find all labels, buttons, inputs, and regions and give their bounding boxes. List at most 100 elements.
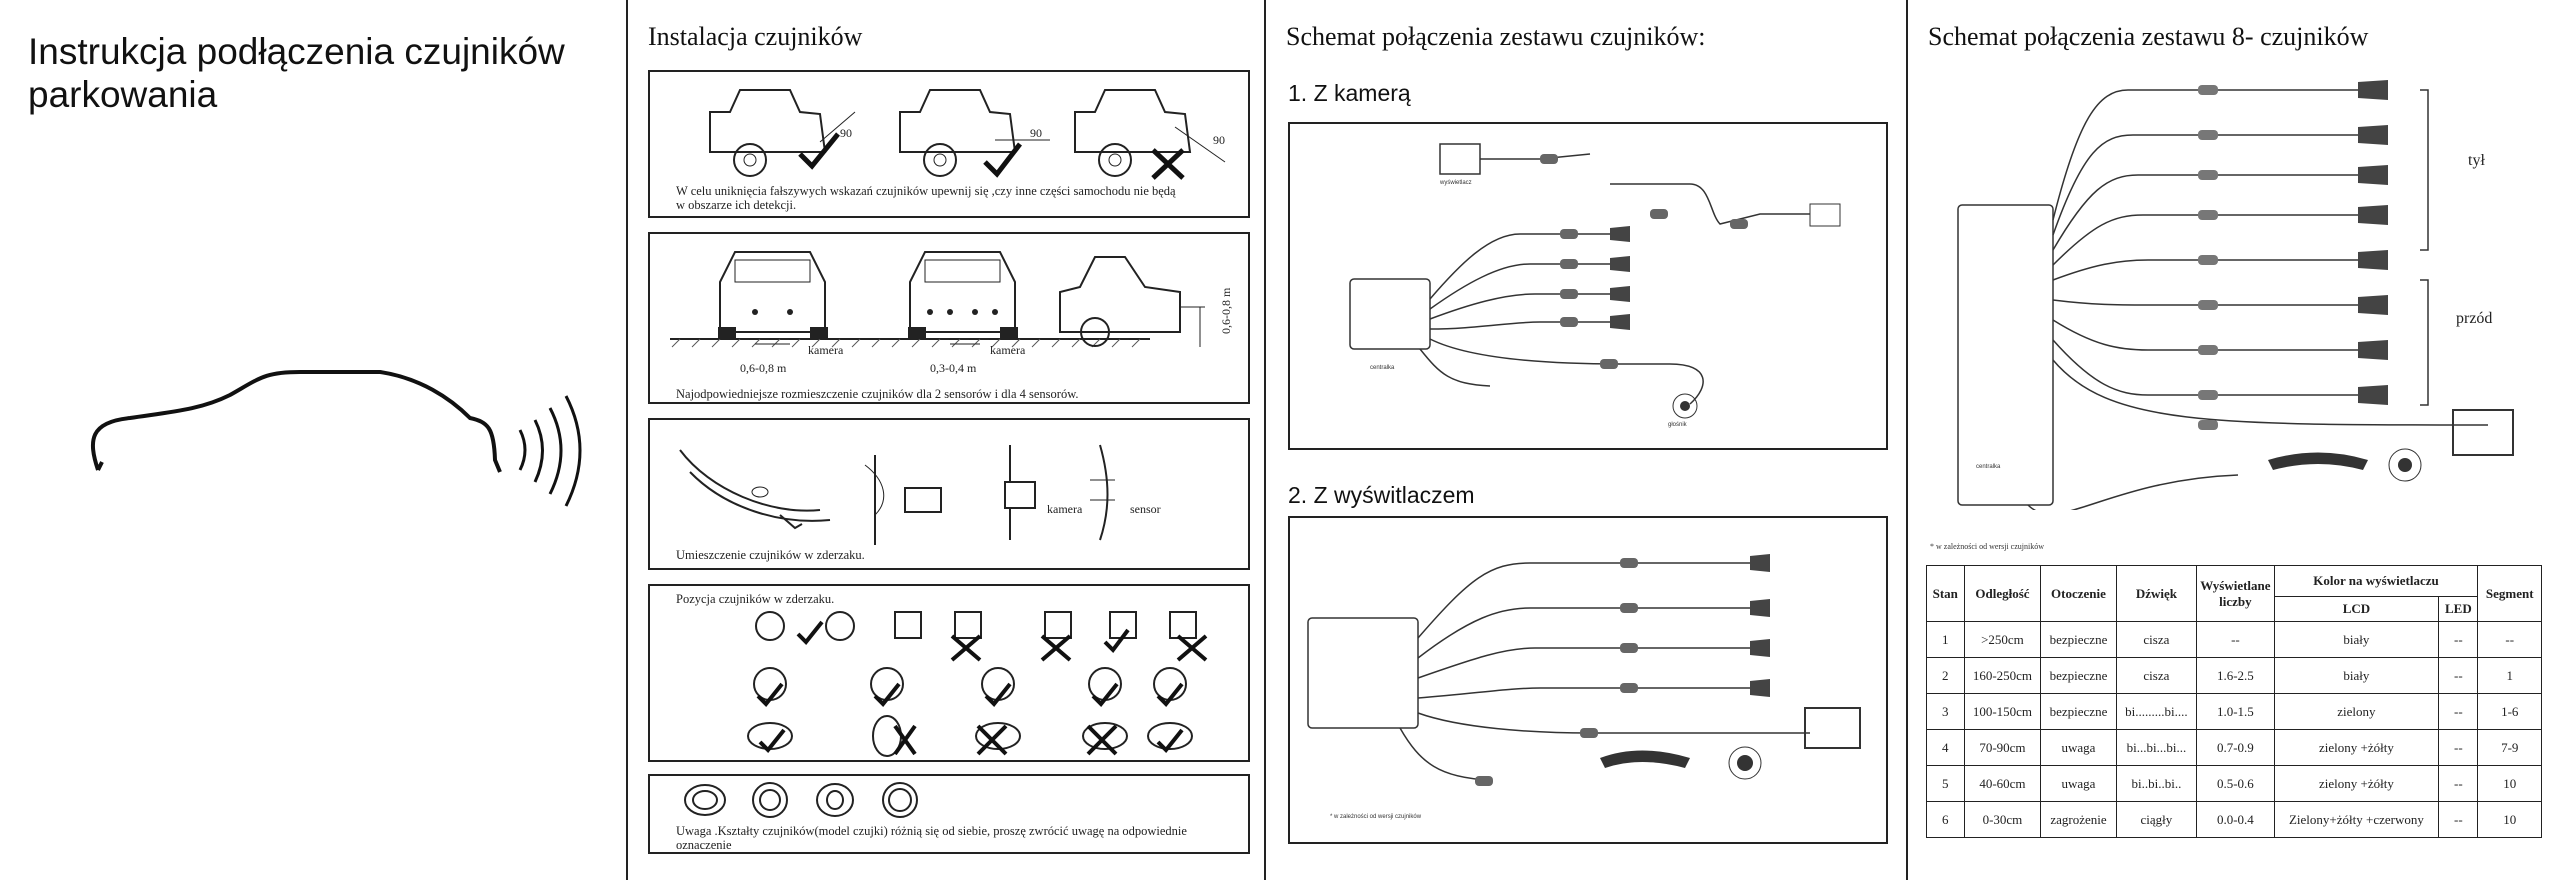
distance-label-2: 0,6-0,8 m xyxy=(740,361,787,374)
cell-dzwiek: bi...bi...bi... xyxy=(2115,729,2198,766)
header-stan: Stan xyxy=(1926,565,1965,622)
cover-panel: Instrukcja podłączenia czujników parkowa… xyxy=(0,0,628,880)
cell-odleglosc: 0-30cm xyxy=(1963,801,2042,838)
header-odleglosc: Odległość xyxy=(1963,565,2042,622)
wiring-schemes-title: Schemat połączenia zestawu czujników: xyxy=(1286,22,1706,51)
display-scheme-subtitle: 2. Z wyświtlaczem xyxy=(1288,482,1475,508)
sensor-shape-caption: Uwaga .Kształty czujników(model czujki) … xyxy=(676,824,1187,852)
cell-led: -- xyxy=(2438,801,2479,838)
cell-lcd: biały xyxy=(2273,621,2440,658)
cell-dzwiek: bi..bi..bi.. xyxy=(2115,765,2198,802)
table-row: 2 160-250cm bezpieczne cisza 1.6-2.5 bia… xyxy=(1926,657,2542,694)
svg-text:wyświetlacz: wyświetlacz xyxy=(1439,180,1472,186)
eight-sensor-title: Schemat połączenia zestawu 8- czujników xyxy=(1928,22,2369,51)
cell-liczby: 0.7-0.9 xyxy=(2196,729,2275,766)
cell-dzwiek: ciągły xyxy=(2115,801,2198,838)
installation-panel: Instalacja czujników 90 90 xyxy=(628,0,1266,880)
display-wiring-diagram: * w zależności od wersji czujników xyxy=(1307,554,1861,820)
cell-led: -- xyxy=(2438,693,2479,730)
rear-label: tył xyxy=(2468,152,2485,169)
sensor-position-caption: Pozycja czujników w zderzaku. xyxy=(676,592,835,606)
cell-lcd: zielony +żółty xyxy=(2273,765,2440,802)
wiring-schemes-panel: Schemat połączenia zestawu czujników: 1.… xyxy=(1266,0,1908,880)
display-scheme-box: * w zależności od wersji czujników xyxy=(1288,516,1888,844)
cell-led: -- xyxy=(2438,621,2479,658)
detection-area-box: 90 90 90 W celu uniknięcia fałszywych ws… xyxy=(648,70,1250,218)
table-row: 5 40-60cm uwaga bi..bi..bi.. 0.5-0.6 zie… xyxy=(1926,765,2542,802)
height-label: 0,6-0,8 m xyxy=(1219,287,1233,334)
cell-otoczenie: bezpieczne xyxy=(2040,621,2117,658)
cell-odleglosc: 160-250cm xyxy=(1963,657,2042,694)
table-row: 1 >250cm bezpieczne cisza -- biały -- -- xyxy=(1926,621,2542,658)
sensor-shape-note-box: Uwaga .Kształty czujników(model czujki) … xyxy=(648,774,1250,854)
cell-stan: 2 xyxy=(1926,657,1965,694)
car-front-view-4 xyxy=(908,251,1018,339)
cell-segment: 10 xyxy=(2477,801,2542,838)
sensor-shapes-illustration xyxy=(684,782,918,818)
header-liczby: Wyświetlane liczby xyxy=(2196,565,2275,622)
camera-wiring-diagram: centralka wyświetlacz głośnik xyxy=(1349,143,1841,428)
table-row: 3 100-150cm bezpieczne bi.........bi....… xyxy=(1926,693,2542,730)
camera-scheme-box: centralka wyświetlacz głośnik xyxy=(1288,122,1888,450)
display-scheme-footnote: * w zależności od wersji czujników xyxy=(1330,814,1422,820)
sensor-mount-label: sensor xyxy=(1130,502,1161,516)
eight-sensor-wiring-diagram: centralka xyxy=(1957,80,2514,510)
svg-text:głośnik: głośnik xyxy=(1668,422,1688,428)
cell-led: -- xyxy=(2438,729,2479,766)
eight-sensor-panel: Schemat połączenia zestawu 8- czujników xyxy=(1908,0,2560,880)
bumper-mounting-box: kamera sensor Umieszczenie czujników w z… xyxy=(648,418,1250,570)
cell-odleglosc: 100-150cm xyxy=(1963,693,2042,730)
cell-lcd: zielony xyxy=(2273,693,2440,730)
distance-label-4: 0,3-0,4 m xyxy=(930,361,977,374)
cell-odleglosc: 70-90cm xyxy=(1963,729,2042,766)
cell-led: -- xyxy=(2438,765,2479,802)
cell-otoczenie: zagrożenie xyxy=(2040,801,2117,838)
cell-segment: -- xyxy=(2477,621,2542,658)
cell-liczby: 0.0-0.4 xyxy=(2196,801,2275,838)
angle-label-2: 90 xyxy=(1030,126,1042,140)
cell-dzwiek: cisza xyxy=(2115,657,2198,694)
cell-liczby: -- xyxy=(2196,621,2275,658)
cell-segment: 1-6 xyxy=(2477,693,2542,730)
header-segment: Segment xyxy=(2477,565,2542,622)
header-led: LED xyxy=(2438,596,2479,622)
car-rear-correct-1: 90 xyxy=(709,89,856,177)
car-rear-correct-2: 90 xyxy=(899,89,1050,178)
bumper-mounting-caption: Umieszczenie czujników w zderzaku. xyxy=(676,548,865,562)
cell-otoczenie: bezpieczne xyxy=(2040,657,2117,694)
installation-title: Instalacja czujników xyxy=(648,22,863,51)
cell-stan: 6 xyxy=(1926,801,1965,838)
sensor-placement-illustration: 0,6-0,8 m kamera 0,3-0,4 m kamera 0,6-0,… xyxy=(670,251,1233,374)
eight-sensor-footnote: * w zależności od wersji czujników xyxy=(1930,542,2044,551)
cover-title: Instrukcja podłączenia czujników parkowa… xyxy=(28,31,565,115)
cell-stan: 1 xyxy=(1926,621,1965,658)
header-lcd: LCD xyxy=(2273,596,2440,622)
cell-liczby: 1.6-2.5 xyxy=(2196,657,2275,694)
sensor-position-grid-illustration xyxy=(747,611,1208,757)
svg-text:centralka: centralka xyxy=(1370,365,1395,371)
angle-label-1: 90 xyxy=(840,126,852,140)
svg-text:centralka: centralka xyxy=(1976,464,2001,470)
cell-stan: 3 xyxy=(1926,693,1965,730)
cell-liczby: 1.0-1.5 xyxy=(2196,693,2275,730)
header-dzwiek: Dźwięk xyxy=(2115,565,2198,622)
status-table: Stan Odległość Otoczenie Dźwięk Wyświetl… xyxy=(1926,565,2542,838)
cell-segment: 1 xyxy=(2477,657,2542,694)
cell-stan: 5 xyxy=(1926,765,1965,802)
table-row: 6 0-30cm zagrożenie ciągły 0.0-0.4 Zielo… xyxy=(1926,801,2542,838)
detection-caption: W celu uniknięcia fałszywych wskazań czu… xyxy=(676,184,1176,212)
cell-otoczenie: uwaga xyxy=(2040,765,2117,802)
cell-segment: 10 xyxy=(2477,765,2542,802)
camera-label-2: kamera xyxy=(990,343,1026,357)
placement-caption: Najodpowiedniejsze rozmieszczenie czujni… xyxy=(676,387,1079,401)
cell-otoczenie: bezpieczne xyxy=(2040,693,2117,730)
cell-odleglosc: >250cm xyxy=(1963,621,2042,658)
header-kolor: Kolor na wyświetlaczu xyxy=(2273,565,2479,597)
front-label: przód xyxy=(2456,310,2493,327)
cell-liczby: 0.5-0.6 xyxy=(2196,765,2275,802)
car-front-view-2 xyxy=(718,251,828,339)
cell-dzwiek: bi.........bi.... xyxy=(2115,693,2198,730)
camera-mount-label: kamera xyxy=(1047,502,1083,516)
camera-label-1: kamera xyxy=(808,343,844,357)
header-otoczenie: Otoczenie xyxy=(2040,565,2117,622)
